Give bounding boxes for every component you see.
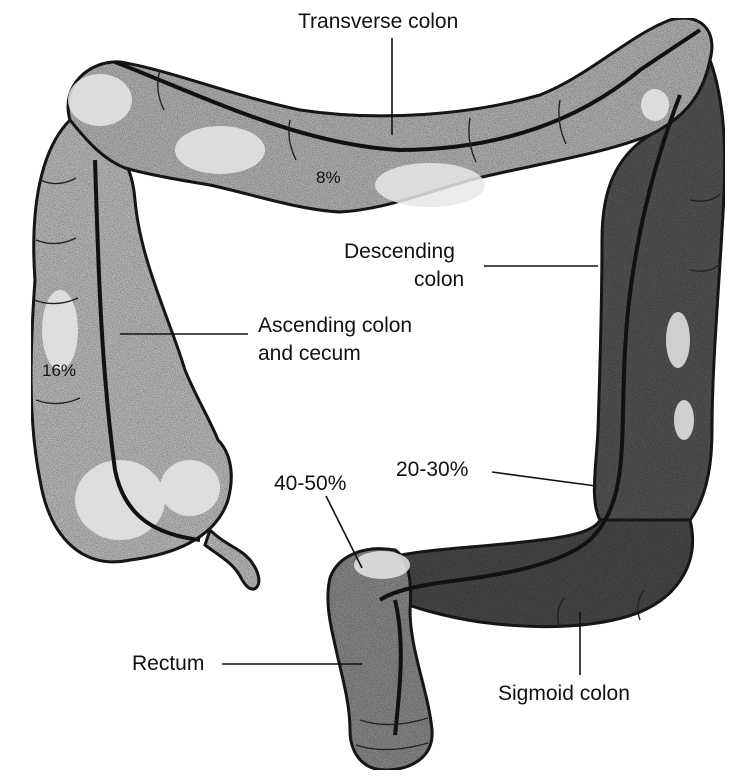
percent-ascending: 16%	[42, 361, 76, 380]
label-descending-line1: Descending	[344, 240, 455, 263]
sigmoid-colon-segment	[380, 520, 693, 627]
label-sigmoid-colon: Sigmoid colon	[498, 682, 630, 705]
label-rectum: Rectum	[132, 652, 204, 675]
percent-transverse: 8%	[316, 168, 341, 187]
leader-rectum-percent	[326, 496, 362, 568]
label-rectum-percent: 40-50%	[274, 472, 346, 495]
label-sigmoid-percent: 20-30%	[396, 458, 468, 481]
label-transverse-colon: Transverse colon	[298, 10, 458, 33]
label-ascending-line2: and cecum	[258, 342, 361, 365]
appendix	[205, 530, 259, 589]
label-ascending-line1: Ascending colon	[258, 314, 412, 337]
leader-sigmoid-percent	[492, 472, 596, 486]
label-descending-line2: colon	[414, 268, 464, 291]
